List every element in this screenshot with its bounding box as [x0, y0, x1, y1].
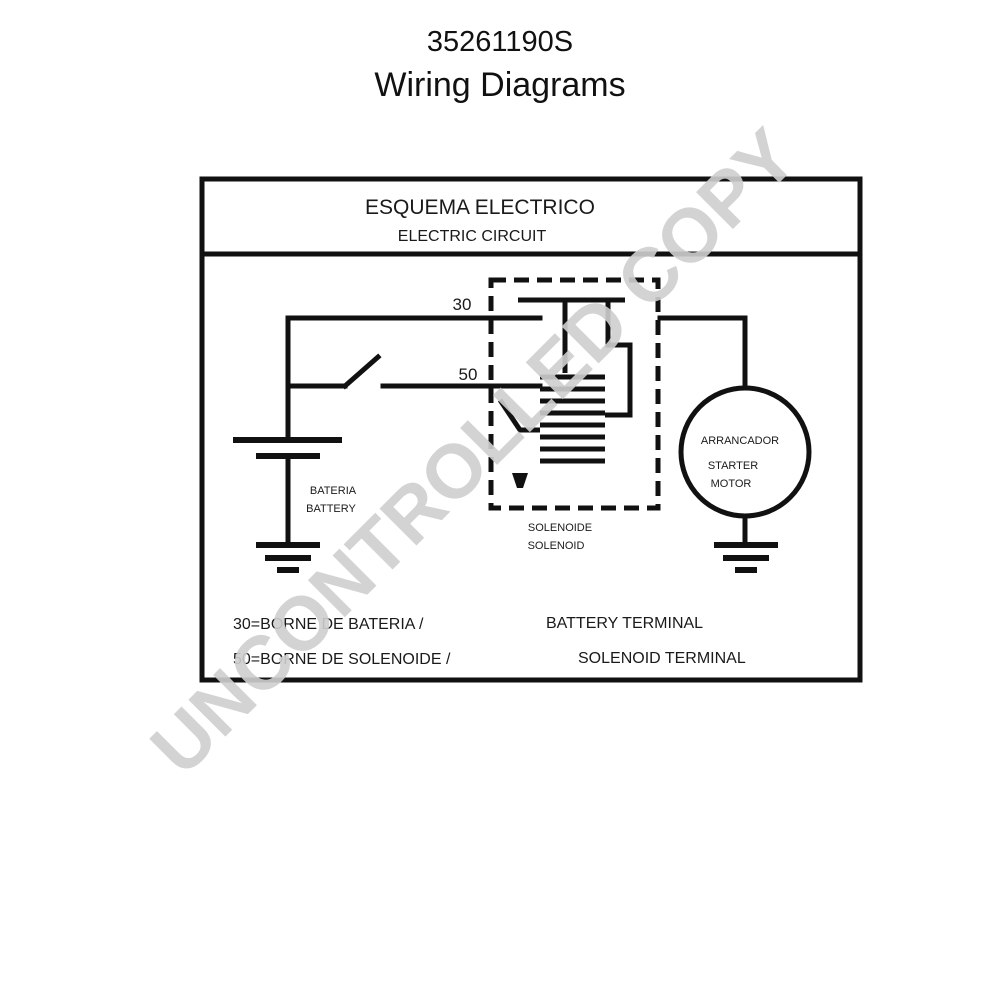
starter-label-es: ARRANCADOR — [701, 435, 779, 447]
battery-label-en: BATTERY — [306, 503, 356, 515]
solenoid-internals — [497, 297, 633, 433]
legend-50-es: 50=BORNE DE SOLENOIDE / — [233, 651, 451, 668]
wire-to-starter — [657, 315, 748, 388]
diagram-frame — [199, 176, 863, 683]
starter-label-en-1: STARTER — [708, 460, 758, 472]
solenoid-coil — [540, 374, 605, 464]
terminal-30-label: 30 — [453, 295, 472, 314]
ground-icon — [714, 542, 778, 573]
solenoid-label-es: SOLENOIDE — [528, 522, 592, 534]
heading-en: ELECTRIC CIRCUIT — [398, 228, 547, 245]
starter-label-en-2: MOTOR — [711, 478, 752, 490]
page-title: Wiring Diagrams — [374, 66, 626, 104]
legend-50-en: SOLENOID TERMINAL — [578, 650, 746, 667]
legend-30-en: BATTERY TERMINAL — [546, 615, 703, 632]
legend-30-es: 30=BORNE DE BATERIA / — [233, 616, 424, 633]
part-number: 35261190S — [426, 26, 574, 58]
battery-symbol — [233, 437, 342, 459]
terminal-50-label: 50 — [459, 365, 478, 384]
battery-label-es: BATERIA — [310, 485, 357, 497]
wire-terminal-30 — [285, 315, 543, 440]
ground-icon — [256, 542, 320, 573]
solenoid-label-en: SOLENOID — [528, 540, 585, 552]
starter-motor — [678, 385, 812, 519]
heading-es: ESQUEMA ELECTRICO — [365, 196, 595, 219]
solenoid-housing — [488, 277, 661, 511]
solenoid-plunger — [512, 473, 528, 488]
wiring — [285, 315, 748, 545]
ignition-switch — [341, 353, 382, 390]
